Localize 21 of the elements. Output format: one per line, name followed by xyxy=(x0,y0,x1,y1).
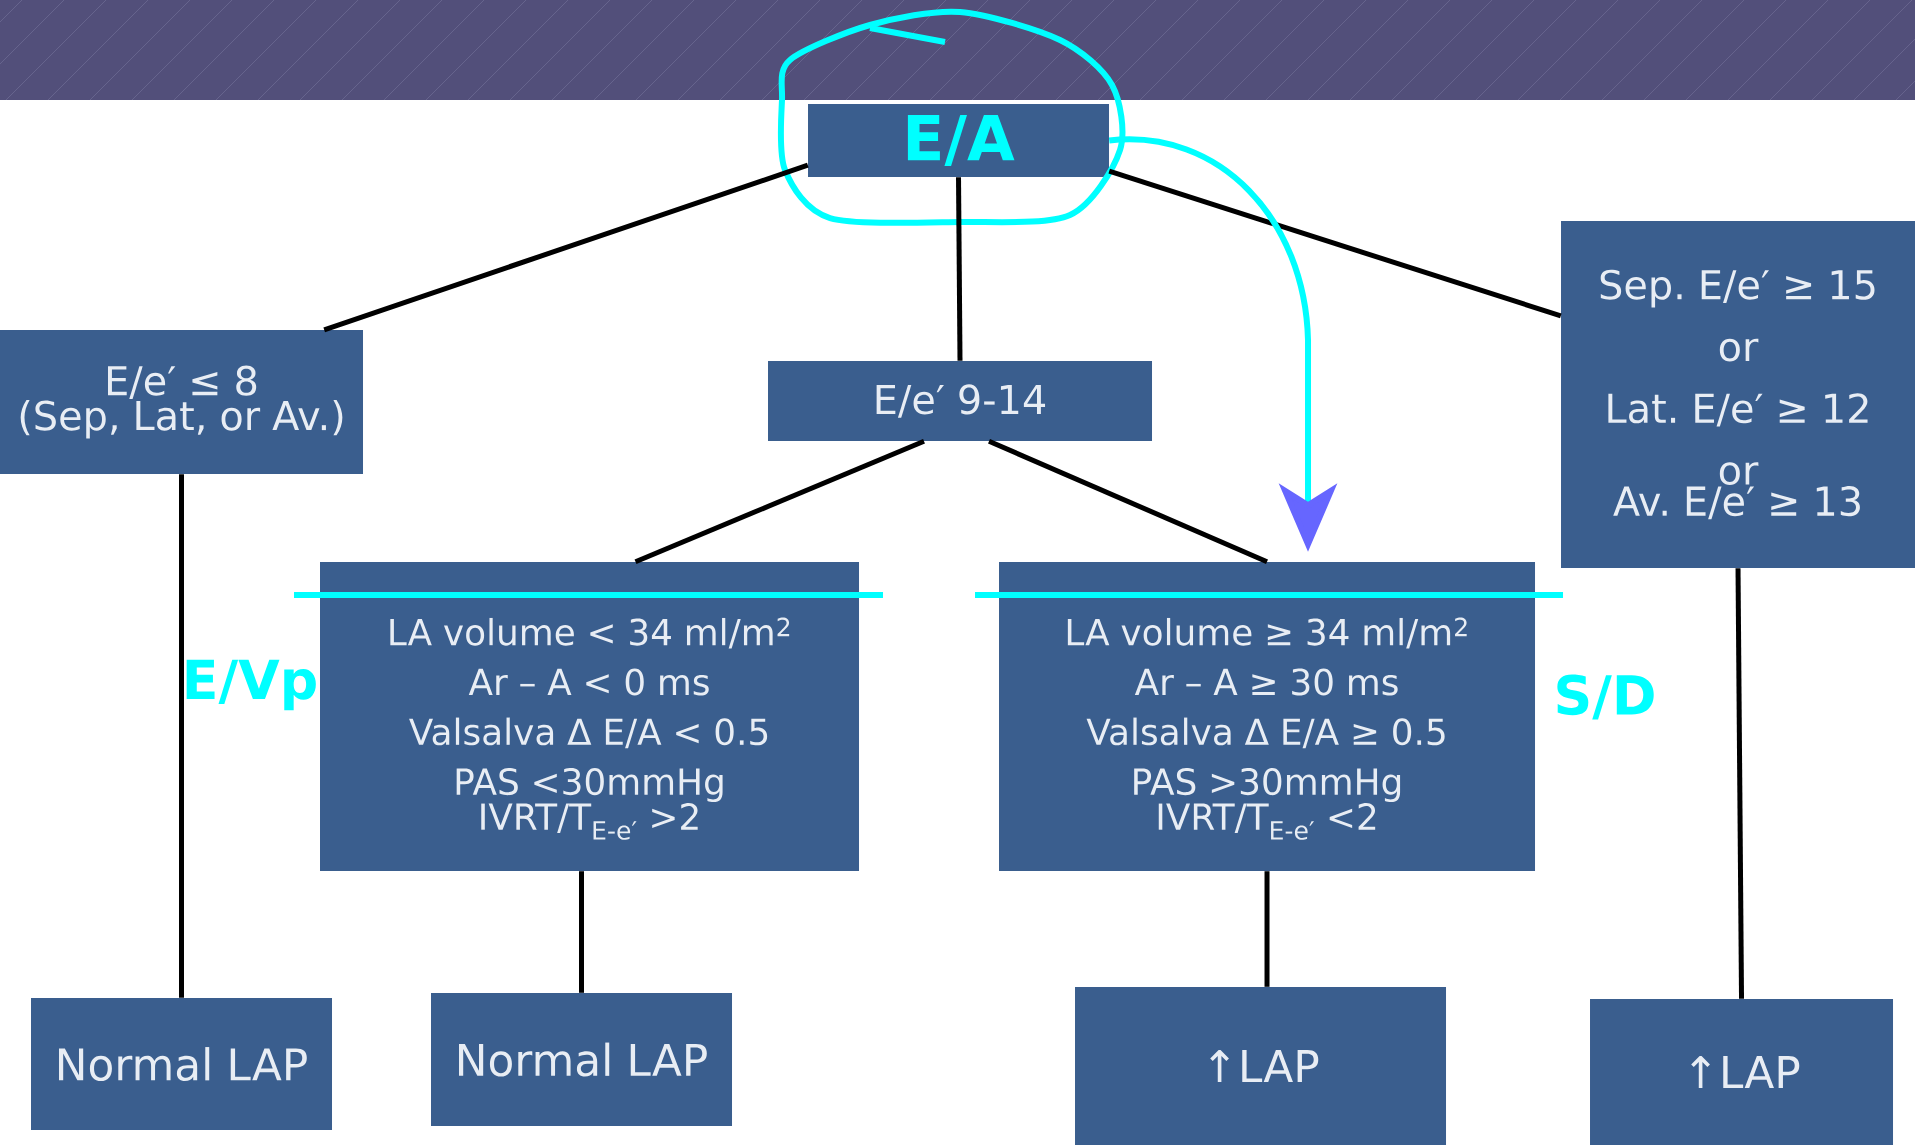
connector-line xyxy=(179,474,184,998)
criteria-box: E/e′ ≤ 8 (Sep, Lat, or Av.) xyxy=(0,330,363,474)
outcome-box: Normal LAP xyxy=(431,993,732,1126)
annotation-label: S/D xyxy=(1557,674,1654,720)
connector-line xyxy=(956,177,963,361)
annotation-label: E/Vp xyxy=(186,659,316,711)
connector-line xyxy=(1735,568,1744,999)
connector-line xyxy=(579,871,584,993)
criteria-box: Sep. E/e′ ≥ 15 or Lat. E/e′ ≥ 12 or Av. E/e′ ≥ 13 xyxy=(1561,221,1915,568)
criteria-box: LA volume ≥ 34 ml/m$^{2}$ Ar – A ≥ 30 ms Valsalva Δ E/A ≥ 0.5 PAS >30mmHg IVRT/T$_{E-e′}$ <2 xyxy=(999,562,1535,871)
connector-line xyxy=(1108,168,1562,319)
outcome-box: Normal LAP xyxy=(31,998,332,1130)
outcome-box: ↑LAP xyxy=(1590,999,1893,1145)
criteria-box: E/e′ 9-14 xyxy=(768,361,1152,441)
outcome-box: ↑LAP xyxy=(1075,987,1446,1145)
connector-line xyxy=(988,438,1268,565)
decision-box: E/A xyxy=(808,104,1109,177)
connector-line xyxy=(323,162,809,333)
connector-line xyxy=(1264,871,1270,987)
criteria-box: LA volume < 34 ml/m$^{2}$ Ar – A < 0 ms Valsalva Δ E/A < 0.5 PAS <30mmHg IVRT/T$_{E-e′}$ >2 xyxy=(320,562,859,871)
connector-line xyxy=(634,438,925,565)
